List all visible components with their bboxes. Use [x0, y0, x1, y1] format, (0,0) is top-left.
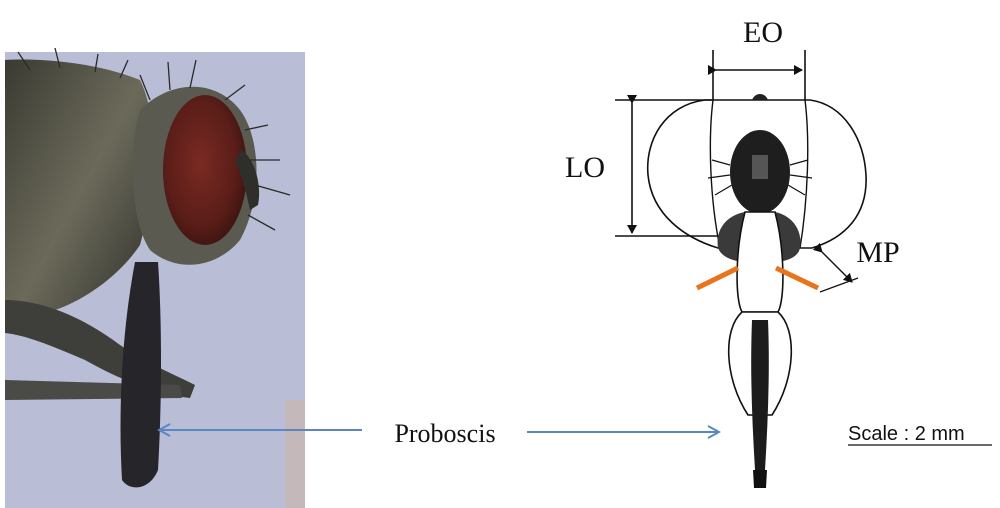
fly-photo — [5, 48, 305, 508]
fly-compound-eye — [163, 95, 247, 245]
diagram-face-center — [752, 155, 768, 179]
proboscis-label: Proboscis — [394, 419, 495, 448]
diagram-proboscis-tip — [753, 470, 767, 488]
diagram-proboscis-stem — [751, 320, 769, 470]
scale-note: Scale : 2 mm — [848, 423, 992, 445]
scale-label: Scale : 2 mm — [848, 423, 965, 445]
eo-label: EO — [743, 16, 783, 49]
lo-label: LO — [565, 151, 605, 184]
mp-label: MP — [856, 236, 899, 269]
diagram-proboscis-base — [737, 212, 783, 312]
photo-side-shadow — [285, 400, 305, 508]
